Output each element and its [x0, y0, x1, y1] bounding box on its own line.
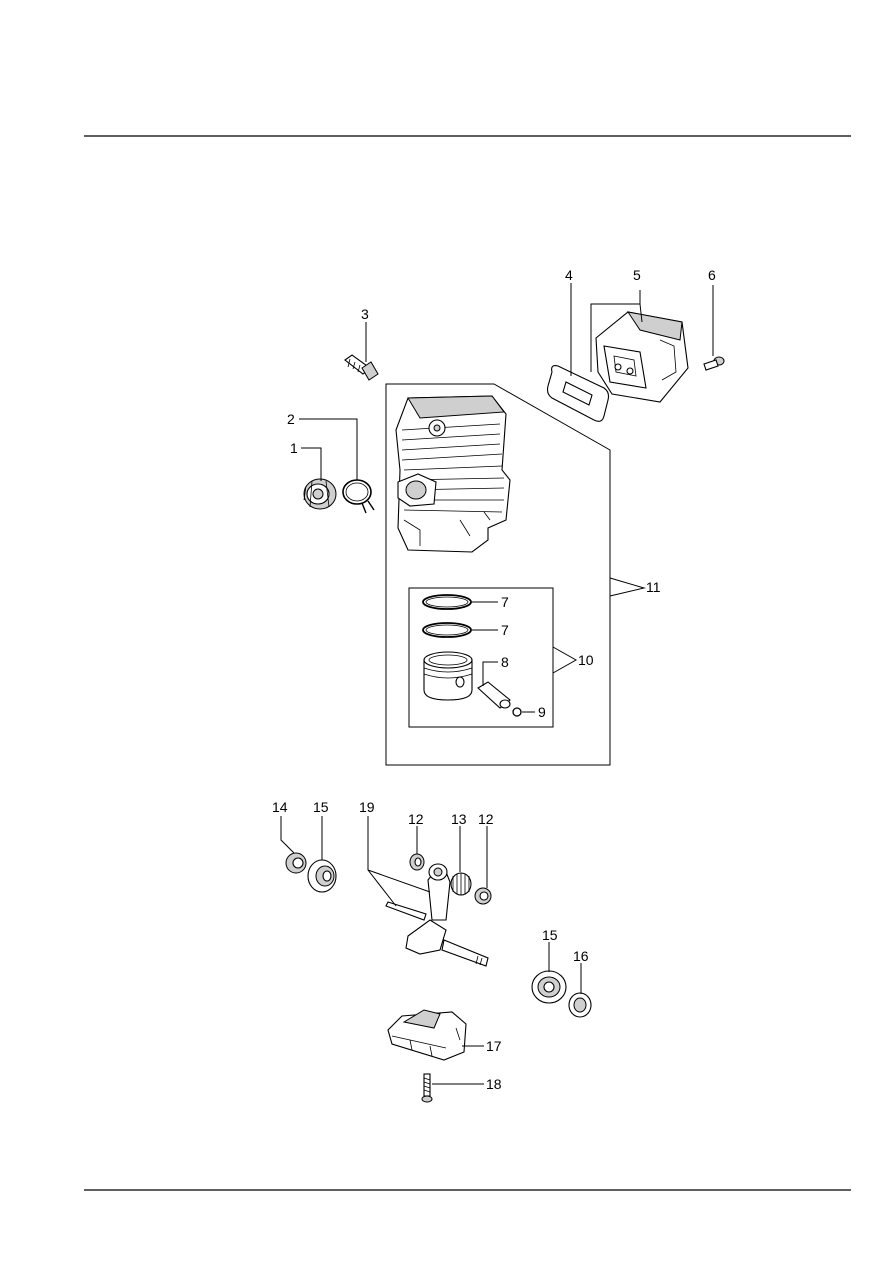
callout-15a: 15	[313, 799, 329, 815]
leader-5	[590, 290, 641, 372]
leader-5b	[639, 303, 643, 323]
callout-11: 11	[646, 579, 661, 595]
part-7-piston-ring-lower	[422, 622, 472, 638]
callout-18: 18	[486, 1076, 502, 1092]
part-7-piston-ring-upper	[422, 594, 472, 610]
part-2-spring-clip	[342, 479, 375, 514]
callout-17: 17	[486, 1038, 502, 1054]
callout-7a: 7	[501, 594, 509, 610]
callout-5: 5	[633, 267, 641, 283]
callout-12b: 12	[478, 811, 494, 827]
callout-10: 10	[578, 652, 594, 668]
callout-8: 8	[501, 654, 509, 670]
part-4-gasket	[546, 365, 610, 422]
leader-19b	[367, 869, 431, 893]
piston	[423, 651, 473, 701]
part-6-screw	[703, 356, 725, 371]
leader-11	[609, 577, 646, 597]
leader-14	[280, 816, 295, 854]
callout-13: 13	[451, 811, 467, 827]
leader-19	[367, 816, 397, 907]
callout-14: 14	[272, 799, 288, 815]
part-15-bearing-right	[531, 970, 567, 1004]
leader-2	[299, 418, 358, 480]
part-16-oil-seal	[568, 992, 592, 1018]
part-13-needle-bearing	[450, 872, 472, 896]
part-17-crankcase	[387, 1009, 467, 1061]
part-8-piston-pin	[477, 681, 511, 709]
part-5-muffler	[595, 311, 689, 403]
part-12-washer-lower	[474, 887, 492, 905]
callout-15b: 15	[542, 927, 558, 943]
callout-1: 1	[290, 440, 298, 456]
callout-6: 6	[708, 267, 716, 283]
part-15-bearing-left	[307, 859, 337, 893]
part-18-bolt	[421, 1073, 433, 1103]
callout-19: 19	[359, 799, 375, 815]
callout-12a: 12	[408, 811, 424, 827]
part-19-crankshaft	[385, 863, 489, 967]
callout-4: 4	[565, 267, 573, 283]
leader-8	[482, 661, 498, 686]
part-12-washer-upper	[409, 853, 425, 871]
piston-kit-frame	[408, 587, 554, 728]
callout-16: 16	[573, 948, 589, 964]
callout-3: 3	[361, 306, 369, 322]
callout-9: 9	[538, 704, 546, 720]
part-1-pulley	[303, 478, 337, 510]
cylinder-kit-frame	[385, 383, 611, 766]
callout-7b: 7	[501, 622, 509, 638]
leader-10	[552, 646, 578, 674]
callout-2: 2	[287, 411, 295, 427]
part-9-circlip	[512, 707, 522, 717]
part-3-spark-plug	[344, 354, 379, 381]
part-14-oil-seal	[285, 852, 307, 874]
leader-1	[301, 447, 322, 481]
cylinder	[395, 395, 511, 553]
